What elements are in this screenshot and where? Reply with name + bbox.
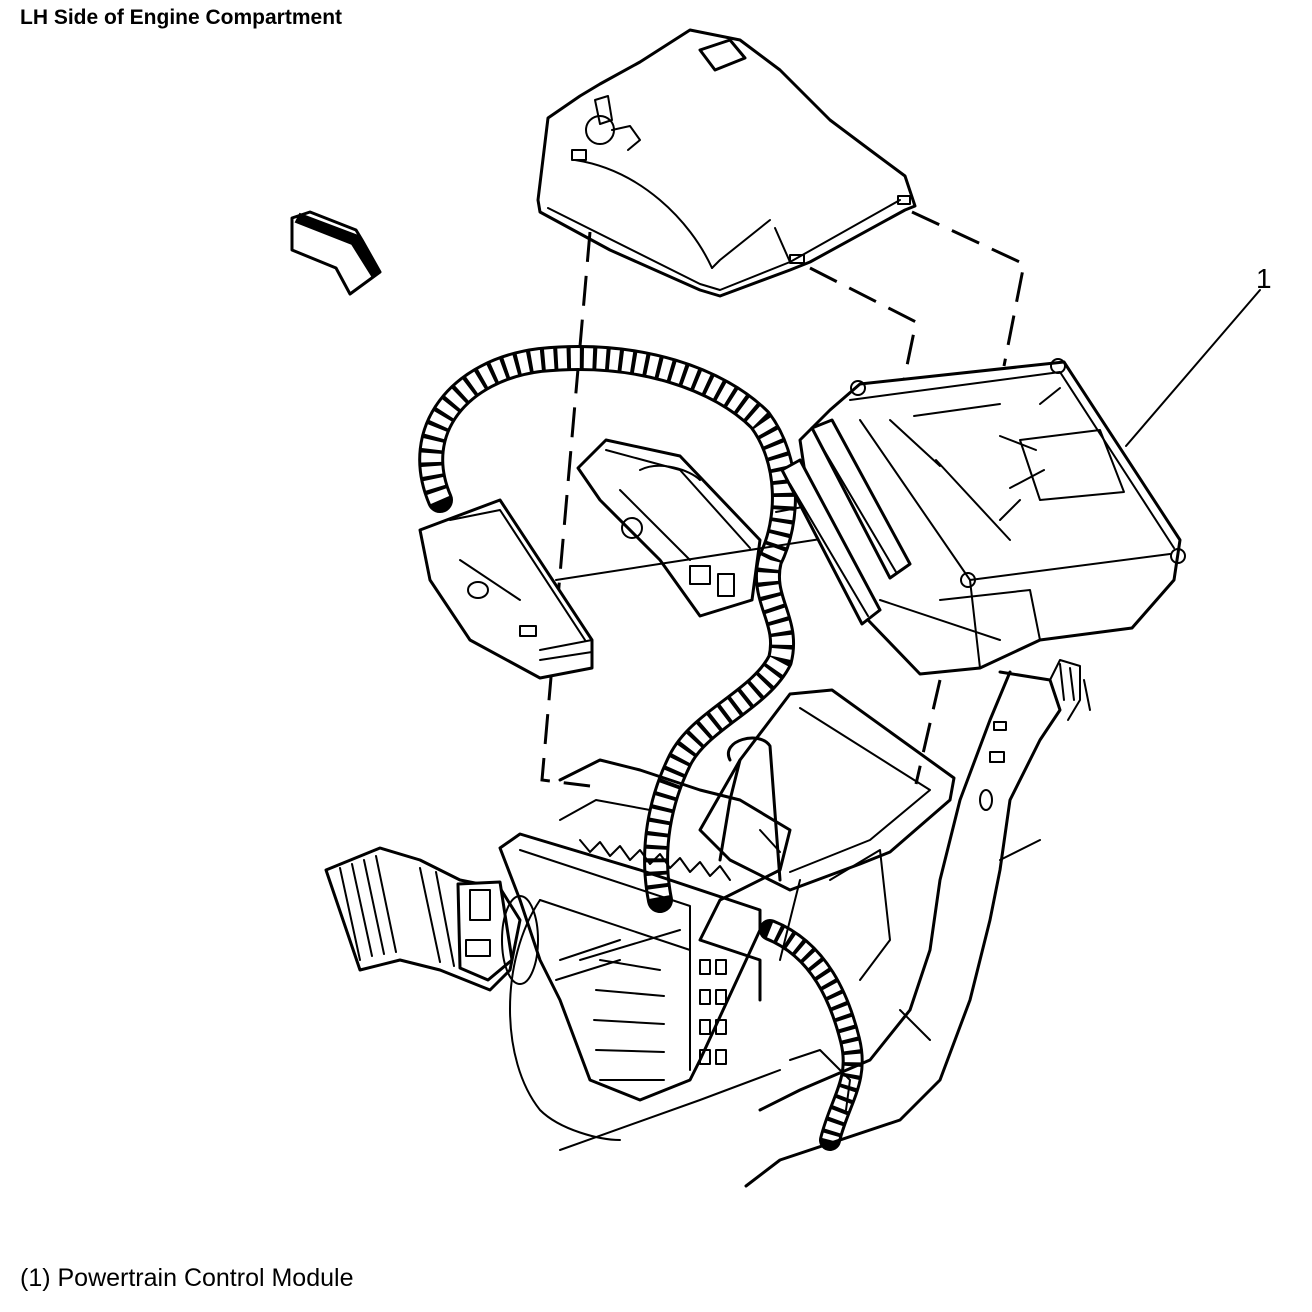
legend-item-1: (1) Powertrain Control Module xyxy=(20,1264,354,1292)
left-harness-connector xyxy=(418,498,594,680)
wiring-harness xyxy=(418,345,864,1151)
callout-number-1: 1 xyxy=(1256,263,1272,294)
diagram-title: LH Side of Engine Compartment xyxy=(20,6,343,29)
air-cleaner-box xyxy=(498,758,792,1141)
intake-duct xyxy=(324,846,539,992)
middle-harness-connector xyxy=(576,438,762,618)
pcm-cover xyxy=(536,28,917,298)
fender-bracket xyxy=(559,659,1091,1188)
pcm-tray xyxy=(698,688,956,981)
powertrain-control-module xyxy=(780,358,1186,676)
callout-1: 1 xyxy=(1125,263,1272,447)
view-direction-arrow-icon xyxy=(290,210,382,296)
alignment-dashed-lines xyxy=(540,210,1026,788)
